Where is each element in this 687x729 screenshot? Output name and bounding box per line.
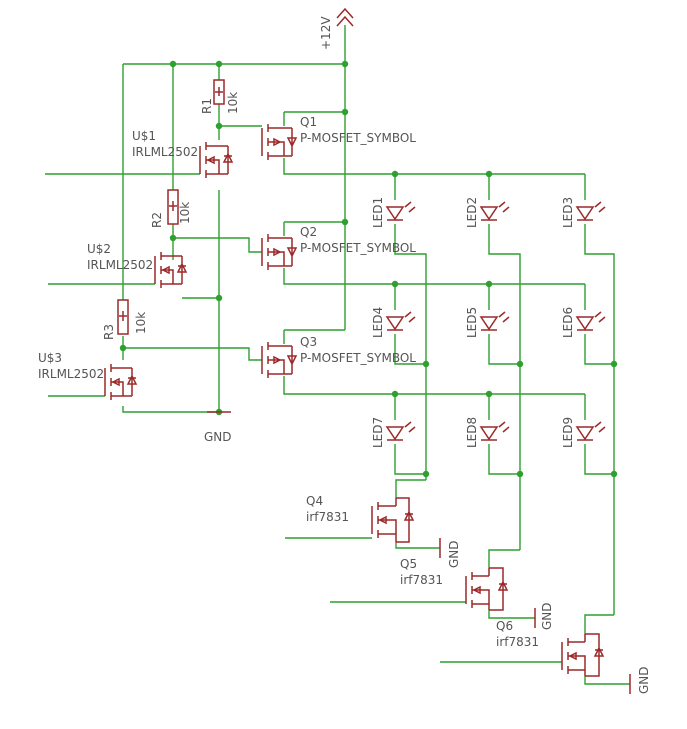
nmos-q6: Q6 irf7831 bbox=[496, 619, 605, 677]
pmos-q3: Q3 P-MOSFET_SYMBOL bbox=[261, 335, 416, 378]
gnd-symbol-q5: GND bbox=[534, 602, 554, 630]
resistor-r2: R2 10k bbox=[150, 189, 192, 228]
nmos-q6-name: Q6 bbox=[496, 619, 513, 633]
led-9: LED9 bbox=[561, 417, 606, 448]
led-4: LED4 bbox=[371, 307, 416, 338]
gnd-symbol-q4: GND bbox=[439, 538, 461, 568]
pmos-q1-name: Q1 bbox=[300, 115, 317, 129]
resistor-r2-name: R2 bbox=[150, 212, 164, 228]
led-8: LED8 bbox=[465, 417, 510, 448]
pmos-q3-name: Q3 bbox=[300, 335, 317, 349]
led-4-label: LED4 bbox=[371, 307, 385, 338]
pmos-q2: Q2 P-MOSFET_SYMBOL bbox=[261, 225, 416, 270]
pmos-q2-name: Q2 bbox=[300, 225, 317, 239]
driver-u2-name: U$2 bbox=[87, 242, 111, 256]
nmos-q4-part: irf7831 bbox=[306, 510, 349, 524]
pmos-q2-part: P-MOSFET_SYMBOL bbox=[300, 241, 416, 255]
pmos-q1-part: P-MOSFET_SYMBOL bbox=[300, 131, 416, 145]
led-1: LED1 bbox=[371, 197, 416, 228]
resistor-r2-value: 10k bbox=[178, 202, 192, 224]
pmos-q3-part: P-MOSFET_SYMBOL bbox=[300, 351, 416, 365]
supply-symbol: +12V bbox=[319, 7, 354, 50]
driver-u3-part: IRLML2502 bbox=[38, 367, 104, 381]
gnd-label-q5: GND bbox=[540, 602, 554, 630]
driver-u2: U$2 IRLML2502 bbox=[87, 242, 188, 288]
gnd-label-q4: GND bbox=[447, 540, 461, 568]
led-2: LED2 bbox=[465, 197, 510, 228]
resistor-r1-name: R1 bbox=[200, 98, 214, 114]
resistor-r3-name: R3 bbox=[102, 324, 116, 340]
nmos-q4: Q4 irf7831 bbox=[306, 494, 415, 543]
led-6: LED6 bbox=[561, 307, 606, 338]
wires bbox=[45, 25, 630, 685]
driver-u1: U$1 IRLML2502 bbox=[132, 129, 234, 178]
junctions bbox=[119, 60, 618, 478]
driver-u3-name: U$3 bbox=[38, 351, 62, 365]
pmos-q1: Q1 P-MOSFET_SYMBOL bbox=[261, 115, 416, 160]
led-3-label: LED3 bbox=[561, 197, 575, 228]
nmos-q6-part: irf7831 bbox=[496, 635, 539, 649]
gnd-symbol-drivers: GND bbox=[204, 411, 232, 444]
gnd-symbol-q6: GND bbox=[629, 666, 651, 694]
gnd-label-drivers: GND bbox=[204, 430, 232, 444]
led-8-label: LED8 bbox=[465, 417, 479, 448]
nmos-q5: Q5 irf7831 bbox=[400, 557, 509, 611]
resistor-r3-value: 10k bbox=[134, 312, 148, 334]
nmos-q5-name: Q5 bbox=[400, 557, 417, 571]
led-3: LED3 bbox=[561, 197, 606, 228]
led-7-label: LED7 bbox=[371, 417, 385, 448]
led-5: LED5 bbox=[465, 307, 510, 338]
led-2-label: LED2 bbox=[465, 197, 479, 228]
resistor-r3: R3 10k bbox=[102, 299, 148, 340]
gnd-label-q6: GND bbox=[637, 666, 651, 694]
supply-label: +12V bbox=[319, 16, 333, 50]
led-9-label: LED9 bbox=[561, 417, 575, 448]
driver-u2-part: IRLML2502 bbox=[87, 258, 153, 272]
nmos-q4-name: Q4 bbox=[306, 494, 323, 508]
nmos-q5-part: irf7831 bbox=[400, 573, 443, 587]
driver-u3: U$3 IRLML2502 bbox=[38, 351, 138, 400]
driver-u1-name: U$1 bbox=[132, 129, 156, 143]
led-5-label: LED5 bbox=[465, 307, 479, 338]
resistor-r1-value: 10k bbox=[226, 92, 240, 114]
led-1-label: LED1 bbox=[371, 197, 385, 228]
led-6-label: LED6 bbox=[561, 307, 575, 338]
led-7: LED7 bbox=[371, 417, 416, 448]
resistor-r1: R1 10k bbox=[200, 79, 240, 114]
driver-u1-part: IRLML2502 bbox=[132, 145, 198, 159]
